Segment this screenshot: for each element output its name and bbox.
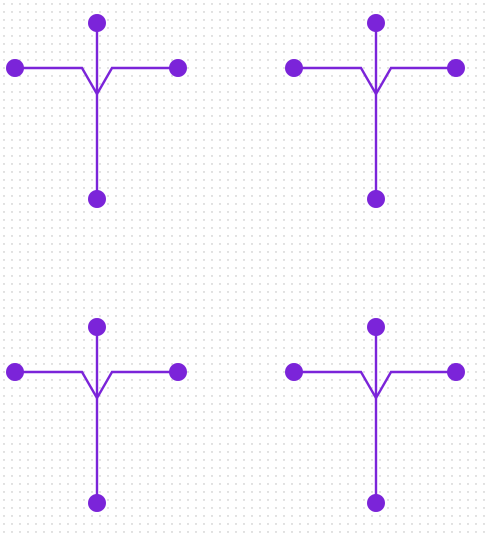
symbol-top-right[interactable] xyxy=(285,14,465,208)
terminal-bottom[interactable] xyxy=(88,494,106,512)
symbol-bottom-right[interactable] xyxy=(285,318,465,512)
symbol-left-arm xyxy=(294,370,378,399)
symbol-right-arm xyxy=(95,370,178,399)
symbol-right-arm xyxy=(374,370,456,399)
terminal-right[interactable] xyxy=(447,363,465,381)
terminal-left[interactable] xyxy=(285,59,303,77)
terminal-bottom[interactable] xyxy=(367,494,385,512)
terminal-right[interactable] xyxy=(169,59,187,77)
terminal-bottom[interactable] xyxy=(88,190,106,208)
terminal-top[interactable] xyxy=(88,318,106,336)
terminal-right[interactable] xyxy=(447,59,465,77)
terminal-right[interactable] xyxy=(169,363,187,381)
symbol-top-left[interactable] xyxy=(6,14,187,208)
terminal-top[interactable] xyxy=(367,318,385,336)
terminal-top[interactable] xyxy=(367,14,385,32)
terminal-left[interactable] xyxy=(6,363,24,381)
symbol-left-arm xyxy=(294,66,378,95)
symbol-left-arm xyxy=(15,66,99,95)
symbol-left-arm xyxy=(15,370,99,399)
terminal-bottom[interactable] xyxy=(367,190,385,208)
symbol-right-arm xyxy=(374,66,456,95)
symbol-bottom-left[interactable] xyxy=(6,318,187,512)
symbol-right-arm xyxy=(95,66,178,95)
terminal-left[interactable] xyxy=(6,59,24,77)
terminal-left[interactable] xyxy=(285,363,303,381)
terminal-top[interactable] xyxy=(88,14,106,32)
